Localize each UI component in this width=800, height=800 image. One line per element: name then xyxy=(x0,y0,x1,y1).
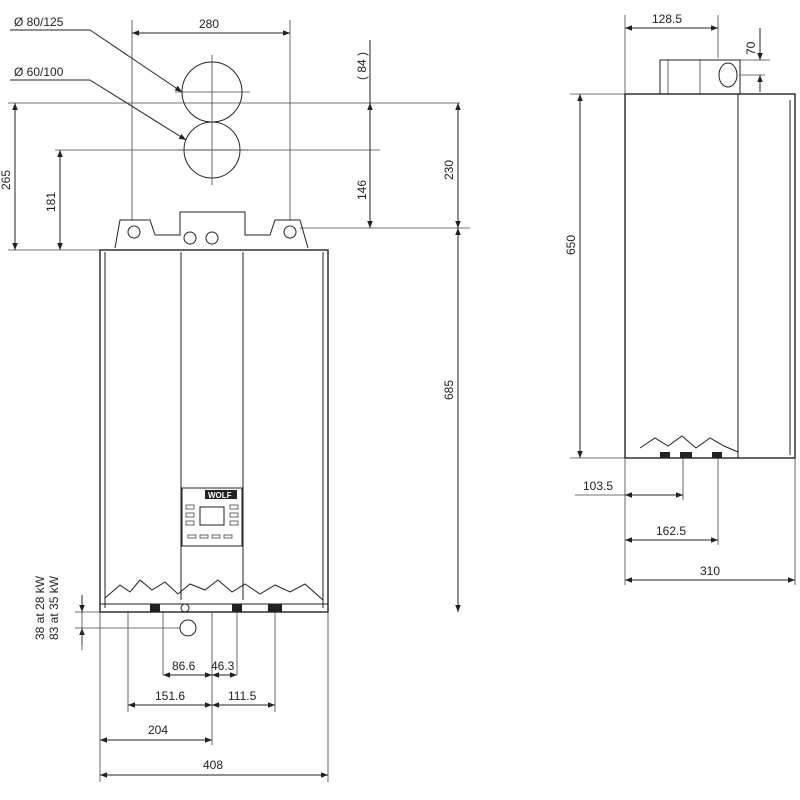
display-screen xyxy=(199,506,225,526)
side-view: 128.5 70 650 103.5 162.5 310 xyxy=(564,12,796,585)
dim-84: ( 84 ) xyxy=(355,52,369,80)
flue-label-80-125: Ø 80/125 xyxy=(14,15,64,29)
dim-162-5: 162.5 xyxy=(656,524,686,538)
dim-408: 408 xyxy=(203,758,223,772)
boiler-front-casing xyxy=(99,249,329,613)
dim-310: 310 xyxy=(700,564,720,578)
dim-204: 204 xyxy=(148,723,168,737)
wolf-logo xyxy=(205,490,237,499)
dim-condensate-28kw: 38 at 28 kW xyxy=(33,575,47,640)
logo-text: WOLF xyxy=(208,491,232,500)
flue-label-60-100: Ø 60/100 xyxy=(14,65,64,79)
control-buttons xyxy=(185,504,239,539)
dim-146: 146 xyxy=(355,180,369,200)
dim-70: 70 xyxy=(744,41,758,55)
front-view: Ø 80/125 Ø 60/100 280 265 181 ( 84 ) 146… xyxy=(0,15,470,782)
bottom-pipework xyxy=(104,579,324,601)
dim-103-5: 103.5 xyxy=(583,479,613,493)
dim-151-6: 151.6 xyxy=(155,689,185,703)
dim-condensate-35kw: 83 at 35 kW xyxy=(47,575,61,640)
dim-265: 265 xyxy=(0,170,13,190)
dim-650: 650 xyxy=(564,235,578,255)
boiler-side-casing xyxy=(624,93,796,459)
dim-685: 685 xyxy=(442,380,456,400)
condensate-outlet xyxy=(179,619,197,637)
dim-181: 181 xyxy=(44,192,58,212)
dim-46-3: 46.3 xyxy=(211,659,235,673)
dim-111-5: 111.5 xyxy=(228,689,257,703)
dim-86-6: 86.6 xyxy=(172,659,196,673)
dim-230: 230 xyxy=(442,160,456,180)
control-panel xyxy=(181,487,243,547)
dim-128-5: 128.5 xyxy=(652,12,682,26)
dim-280: 280 xyxy=(199,17,219,31)
